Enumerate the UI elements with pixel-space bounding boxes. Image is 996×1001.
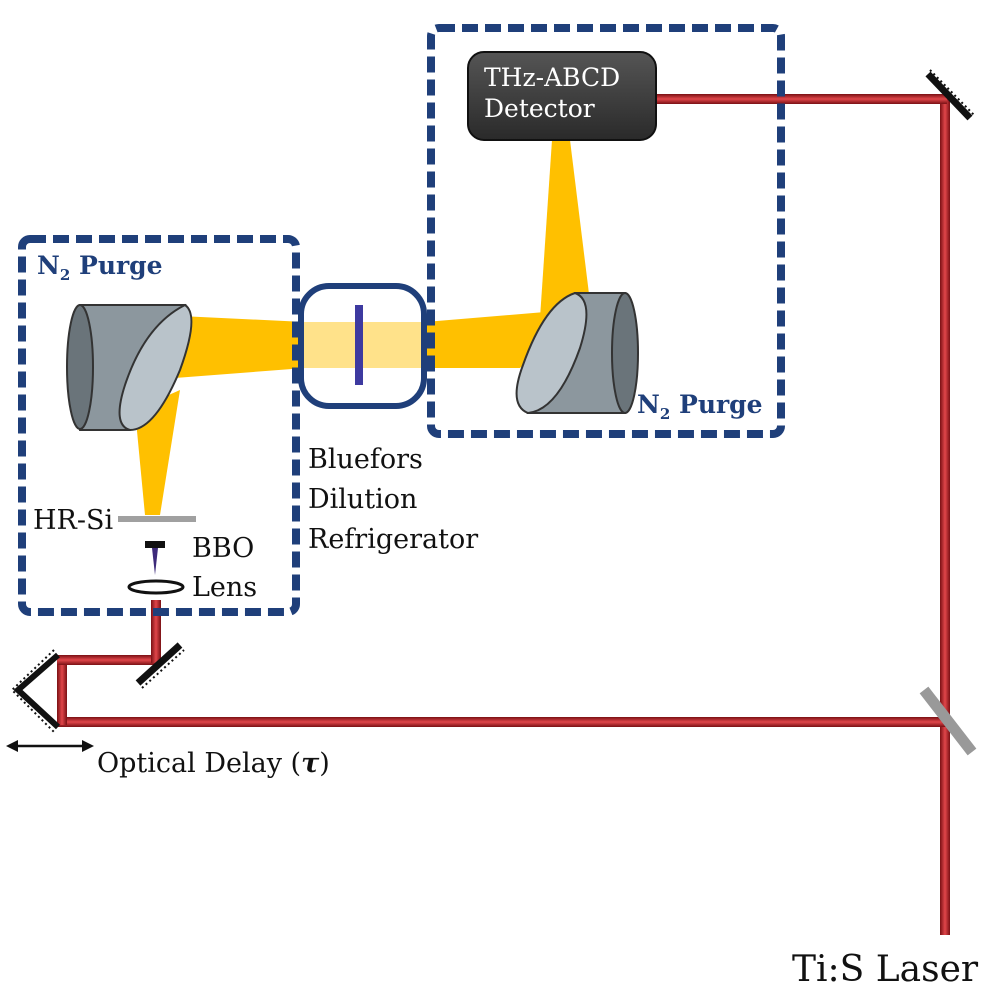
cryostat-label: Bluefors Dilution Refrigerator (308, 440, 478, 560)
laser-beam-delay-return (57, 717, 947, 727)
laser-beam-delay-leg (57, 655, 67, 725)
mirror-delay-exit (135, 642, 185, 689)
optical-delay-tau: τ (301, 748, 320, 779)
thz-beam-collimated-right (425, 312, 548, 368)
cryostat-label-line2: Dilution (308, 484, 418, 515)
purge-right-word: Purge (679, 390, 763, 419)
hr-si-window (118, 516, 196, 522)
thz-detector-box (467, 51, 657, 141)
delay-arrow (6, 740, 94, 752)
cryostat-label-line1: Bluefors (308, 444, 423, 475)
thz-beam (135, 140, 590, 575)
optical-delay-label: Optical Delay (τ) (97, 750, 330, 777)
purge-box-right (427, 24, 785, 438)
sample (355, 305, 363, 385)
laser-beam-vertical-main (940, 97, 950, 935)
purge-left-word: Purge (79, 251, 163, 280)
thz-beam-in-cryostat (300, 322, 430, 368)
optical-delay-close: ) (319, 748, 330, 779)
mirror-top-right (925, 69, 976, 121)
bbo-crystal (145, 541, 165, 548)
laser-beam-path (57, 94, 950, 935)
laser-beam-to-bbo (151, 600, 161, 663)
bbo-label: BBO (192, 533, 255, 564)
lens-label: Lens (192, 572, 258, 603)
thz-beam-collimated-left (175, 316, 305, 378)
cryostat-window (298, 283, 427, 409)
purge-box-left (18, 235, 300, 616)
purge-left-n: N (37, 251, 60, 280)
detector-label-line2: Detector (484, 94, 595, 123)
purge-label-right: N2 Purge (637, 392, 763, 422)
detector-label-line1: THz-ABCD (484, 63, 621, 92)
optical-delay-text: Optical Delay ( (97, 748, 302, 779)
focusing-lens (127, 579, 185, 595)
thz-beam-to-detector (540, 140, 590, 318)
beam-splitter (919, 686, 977, 756)
cryostat-label-line3: Refrigerator (308, 524, 479, 555)
parabolic-mirror-right (515, 291, 639, 415)
purge-left-sub: 2 (59, 266, 71, 284)
purge-right-sub: 2 (659, 405, 671, 423)
laser-beam-to-detector (655, 94, 947, 104)
bbo-pump-focus (152, 548, 158, 575)
purge-right-n: N (637, 390, 660, 419)
retroreflector-delay-stage (10, 649, 61, 733)
hr-si-label: HR-Si (33, 505, 114, 536)
parabolic-mirror-left (66, 303, 193, 432)
laser-label: Ti:S Laser (792, 949, 979, 990)
laser-beam-delay-top (57, 655, 161, 665)
purge-label-left: N2 Purge (37, 253, 163, 283)
detector-label: THz-ABCD Detector (484, 62, 620, 124)
